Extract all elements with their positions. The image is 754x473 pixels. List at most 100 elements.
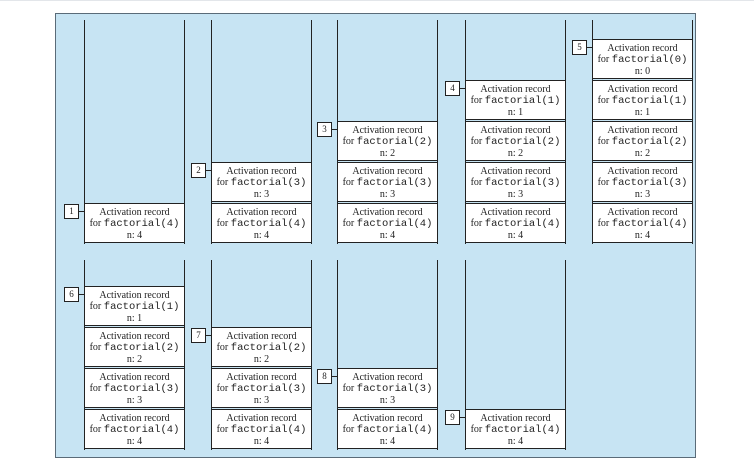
record-call: for factorial(2)	[85, 342, 184, 354]
record-param: n: 3	[634, 189, 651, 200]
step-connector	[206, 170, 211, 171]
record-for-label: for	[470, 218, 485, 229]
record-call: for factorial(3)	[593, 177, 692, 189]
record-function-call: factorial(3)	[230, 177, 307, 189]
record-title: Activation record	[99, 331, 170, 342]
record-param: n: 3	[379, 395, 396, 406]
step-badge: 9	[445, 410, 460, 425]
record-title: Activation record	[226, 331, 297, 342]
record-title: Activation record	[480, 413, 551, 424]
step-badge: 6	[64, 287, 79, 302]
record-title: Activation record	[352, 372, 423, 383]
record-param: n: 4	[126, 230, 143, 241]
record-param: n: 1	[507, 107, 524, 118]
record-function-call: factorial(2)	[356, 136, 433, 148]
record-for-label: for	[216, 342, 231, 353]
record-for-label: for	[216, 218, 231, 229]
record-function-call: factorial(2)	[484, 136, 561, 148]
record-param: n: 3	[379, 189, 396, 200]
record-title: Activation record	[99, 372, 170, 383]
record-call: for factorial(4)	[338, 424, 437, 436]
record-for-label: for	[470, 424, 485, 435]
record-for-label: for	[342, 177, 357, 188]
record-for-label: for	[597, 177, 612, 188]
stack-wall-left	[211, 20, 212, 244]
record-function-call: factorial(3)	[230, 383, 307, 395]
step-connector	[79, 294, 84, 295]
record-function-call: factorial(3)	[356, 383, 433, 395]
step-badge: 3	[317, 122, 332, 137]
record-call: for factorial(2)	[466, 136, 565, 148]
record-param: n: 2	[126, 354, 143, 365]
record-call: for factorial(4)	[212, 218, 311, 230]
record-title: Activation record	[480, 125, 551, 136]
record-function-call: factorial(1)	[484, 95, 561, 107]
record-function-call: factorial(4)	[230, 424, 307, 436]
record-title: Activation record	[607, 43, 678, 54]
record-function-call: factorial(4)	[103, 218, 180, 230]
stack-wall-right	[437, 260, 438, 450]
record-call: for factorial(4)	[593, 218, 692, 230]
record-param: n: 2	[634, 148, 651, 159]
record-call: for factorial(0)	[593, 54, 692, 66]
record-function-call: factorial(2)	[230, 342, 307, 354]
record-function-call: factorial(4)	[484, 218, 561, 230]
record-param: n: 4	[379, 230, 396, 241]
record-param: n: 3	[126, 395, 143, 406]
stack-wall-right	[311, 20, 312, 244]
record-call: for factorial(3)	[338, 177, 437, 189]
record-for-label: for	[89, 424, 104, 435]
record-title: Activation record	[226, 166, 297, 177]
record-param: n: 0	[634, 66, 651, 77]
record-title: Activation record	[352, 207, 423, 218]
step-connector	[460, 88, 465, 89]
record-call: for factorial(3)	[212, 383, 311, 395]
record-for-label: for	[342, 383, 357, 394]
record-title: Activation record	[226, 207, 297, 218]
record-param: n: 1	[126, 313, 143, 324]
record-function-call: factorial(4)	[103, 424, 180, 436]
record-call: for factorial(1)	[466, 95, 565, 107]
record-param: n: 1	[634, 107, 651, 118]
record-title: Activation record	[352, 166, 423, 177]
record-call: for factorial(4)	[212, 424, 311, 436]
record-for-label: for	[342, 424, 357, 435]
record-function-call: factorial(4)	[356, 424, 433, 436]
record-title: Activation record	[226, 372, 297, 383]
record-call: for factorial(1)	[85, 301, 184, 313]
record-title: Activation record	[99, 207, 170, 218]
record-param: n: 3	[507, 189, 524, 200]
record-param: n: 4	[253, 436, 270, 447]
record-param: n: 4	[507, 230, 524, 241]
stack-wall-left	[84, 20, 85, 244]
record-title: Activation record	[607, 207, 678, 218]
stack-wall-left	[465, 260, 466, 450]
record-function-call: factorial(0)	[611, 54, 688, 66]
record-call: for factorial(1)	[593, 95, 692, 107]
record-param: n: 3	[253, 189, 270, 200]
record-for-label: for	[216, 383, 231, 394]
record-title: Activation record	[352, 125, 423, 136]
record-function-call: factorial(4)	[611, 218, 688, 230]
record-for-label: for	[470, 95, 485, 106]
record-param: n: 3	[253, 395, 270, 406]
